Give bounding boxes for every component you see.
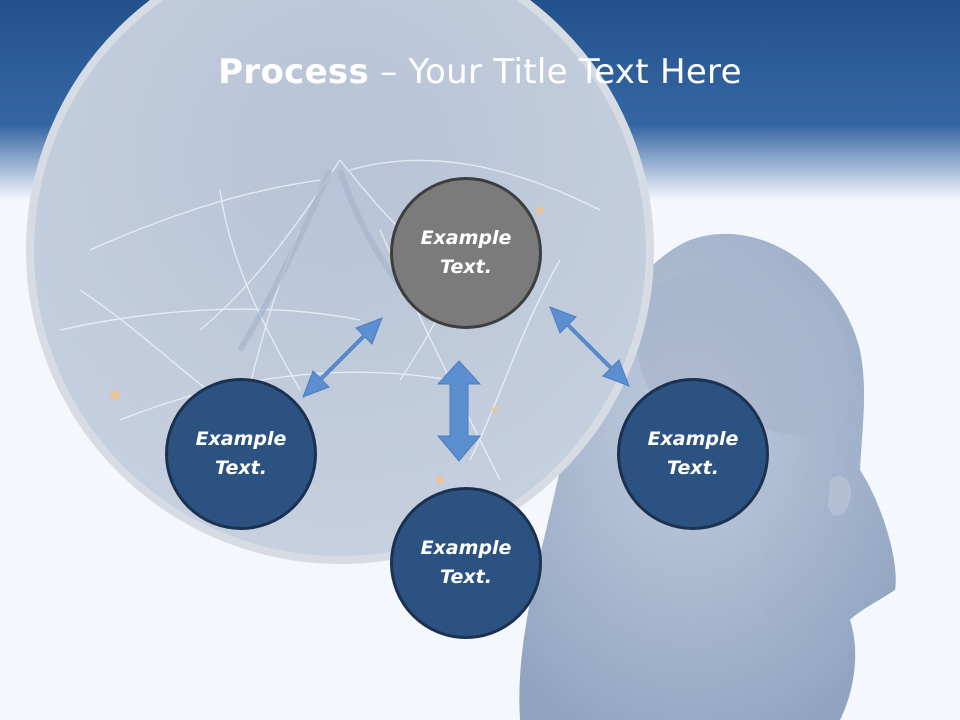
double-arrow-icon <box>549 306 630 387</box>
title-bold: Process <box>218 52 370 92</box>
process-node-left[interactable]: Example Text. <box>165 378 317 530</box>
process-node-label: Example Text. <box>647 428 739 479</box>
process-node-label: Example Text. <box>195 428 287 479</box>
double-arrow-icon <box>436 360 482 462</box>
title-rest: – Your Title Text Here <box>369 52 742 92</box>
page-title: Process – Your Title Text Here <box>0 52 960 92</box>
process-node-bottom[interactable]: Example Text. <box>390 487 542 639</box>
process-node-top[interactable]: Example Text. <box>390 177 542 329</box>
process-node-right[interactable]: Example Text. <box>617 378 769 530</box>
double-arrow-icon <box>302 317 383 398</box>
process-node-label: Example Text. <box>420 227 512 278</box>
process-node-label: Example Text. <box>420 537 512 588</box>
